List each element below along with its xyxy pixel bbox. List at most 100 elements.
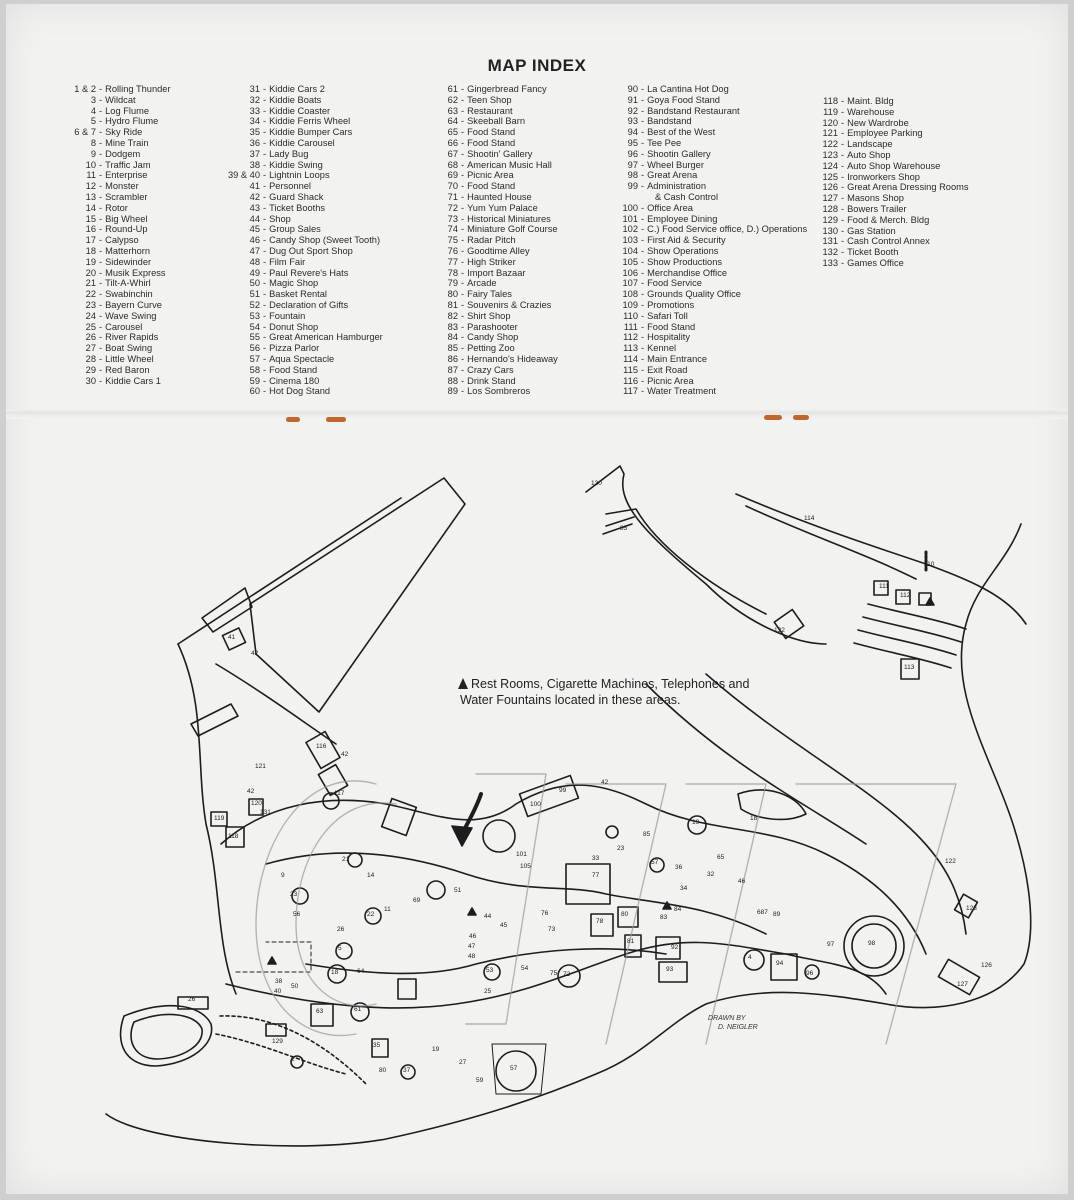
index-item: 113 -Kennel: [616, 343, 807, 354]
index-separator: -: [461, 235, 465, 246]
map-number-label: 34: [680, 885, 688, 892]
index-separator: -: [263, 343, 267, 354]
index-separator: -: [99, 159, 103, 170]
index-separator: -: [99, 213, 103, 224]
river-2: [219, 1015, 367, 1085]
index-label: Goya Food Stand: [647, 94, 720, 105]
rust-stain: [764, 415, 782, 420]
index-separator: -: [461, 321, 465, 332]
index-number: 132: [822, 247, 838, 258]
index-separator: -: [841, 171, 845, 182]
index-item: 83 -Parashooter: [436, 322, 558, 333]
index-separator: -: [263, 224, 267, 235]
index-item: 48 -Film Fair: [204, 257, 383, 268]
index-item: 13 -Scrambler: [36, 192, 171, 203]
index-item: 60 -Hot Dog Stand: [204, 386, 383, 397]
building: [397, 978, 417, 1000]
ride-circle: [649, 857, 665, 873]
restroom-triangle-icon: [458, 678, 468, 689]
index-separator: -: [641, 116, 645, 127]
index-number: 117: [623, 386, 638, 397]
upper-right-road-2: [745, 505, 917, 580]
index-separator: -: [841, 139, 845, 150]
index-label: Lady Bug: [269, 148, 309, 159]
index-separator: -: [99, 224, 103, 235]
index-item: 25 -Carousel: [36, 322, 171, 333]
index-number: 22: [85, 289, 96, 300]
index-label: Scrambler: [105, 191, 148, 202]
index-number: 60: [249, 386, 260, 397]
index-number: 79: [447, 278, 458, 289]
index-item: 16 -Round-Up: [36, 224, 171, 235]
parking-block: [249, 477, 466, 713]
inner-midway-2: [305, 947, 667, 975]
index-label: Water Treatment: [647, 386, 716, 397]
index-label: Mine Train: [105, 137, 149, 148]
index-number: 105: [622, 256, 638, 267]
index-number: 116: [623, 375, 638, 386]
index-number: 36: [249, 137, 260, 148]
map-number-label: 121: [255, 763, 266, 770]
index-number: 69: [447, 170, 458, 181]
index-separator: -: [263, 202, 267, 213]
index-label: Office Area: [647, 202, 693, 213]
index-separator: -: [99, 105, 103, 116]
index-separator: -: [641, 202, 645, 213]
index-number: 133: [822, 257, 838, 268]
index-number: 13: [85, 191, 96, 202]
index-item: 43 -Ticket Booths: [204, 203, 383, 214]
map-number-label: 92: [671, 944, 679, 951]
parking-row: [853, 642, 952, 669]
index-separator: -: [99, 202, 103, 213]
index-label: Aqua Spectacle: [269, 353, 335, 364]
index-label: Kiddie Ferris Wheel: [269, 116, 351, 127]
map-number-label: 18: [750, 815, 758, 822]
index-number: 48: [249, 256, 260, 267]
index-separator: -: [461, 116, 465, 127]
ride-circle: [482, 819, 516, 853]
index-number: 73: [447, 213, 458, 224]
index-number: 16: [85, 224, 96, 235]
index-number: 33: [249, 105, 260, 116]
map-number-label: 48: [468, 953, 476, 960]
index-number: 44: [249, 213, 260, 224]
map-number-label: 85: [643, 831, 651, 838]
index-number: 32: [249, 94, 260, 105]
map-number-label: 47: [468, 943, 476, 950]
index-number: 120: [822, 117, 838, 128]
index-label: Exit Road: [647, 364, 688, 375]
index-item: 52 -Declaration of Gifts: [204, 300, 383, 311]
index-number: 128: [822, 203, 838, 214]
building: [210, 811, 228, 827]
index-separator: -: [641, 256, 645, 267]
index-item: 93 -Bandstand: [616, 116, 807, 127]
index-label: Wheel Burger: [647, 159, 704, 170]
map-number-label: 59: [476, 1077, 484, 1084]
map-number-label: 111: [879, 583, 889, 590]
ride-circle: [350, 1002, 370, 1022]
index-label: Guard Shack: [269, 191, 324, 202]
index-label: Matterhorn: [105, 245, 151, 256]
building: [773, 608, 805, 640]
index-item: 39 & 40 -Lightnin Loops: [204, 170, 383, 181]
east-shore-2: [645, 683, 867, 845]
index-label: Rolling Thunder: [105, 84, 171, 94]
index-label: Musik Express: [105, 267, 166, 278]
index-item: 28 -Little Wheel: [36, 354, 171, 365]
index-item: 20 -Musik Express: [36, 268, 171, 279]
map-number-label: 110: [924, 561, 935, 568]
index-label: Candy Shop: [467, 332, 519, 343]
ride-circle: [687, 815, 707, 835]
index-separator: -: [641, 213, 645, 224]
index-number: 78: [447, 267, 458, 278]
index-separator: -: [263, 375, 267, 386]
index-label: Arcade: [467, 278, 497, 289]
index-number: 121: [822, 128, 838, 139]
index-separator: -: [263, 213, 267, 224]
index-number: 35: [249, 127, 260, 138]
index-separator: -: [461, 364, 465, 375]
index-number: 98: [627, 170, 638, 181]
index-separator: -: [263, 267, 267, 278]
